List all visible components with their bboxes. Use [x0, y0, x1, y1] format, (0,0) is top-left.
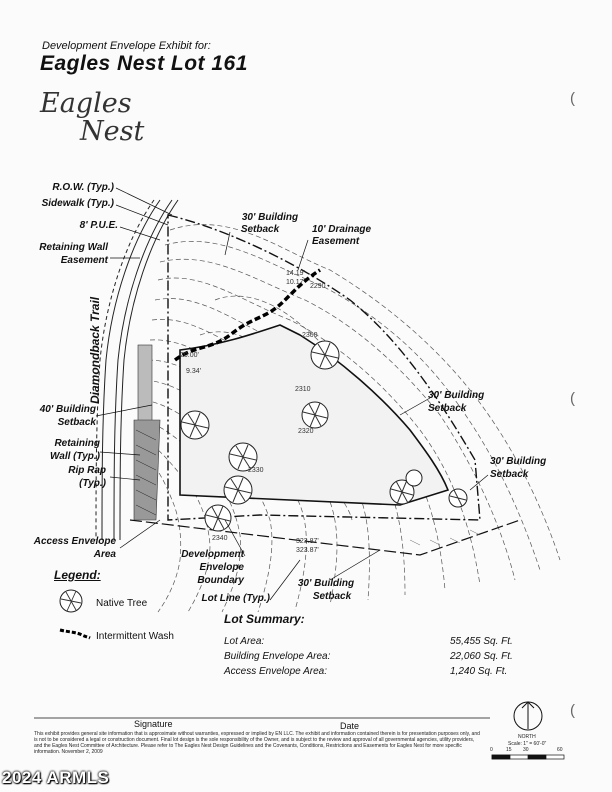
scale-tick: 30 — [523, 747, 529, 753]
access-envelope-label-2: Area — [93, 549, 116, 560]
lot-area-value: 55,455 Sq. Ft. — [450, 636, 513, 647]
setback-top-label-2: Setback — [240, 224, 280, 235]
road-name: Diamondback Trail — [88, 296, 102, 404]
retaining-wall — [133, 344, 161, 521]
access-envelope-area-label: Access Envelope Area: — [224, 666, 328, 677]
drainage-label-2: Easement — [312, 236, 360, 247]
contour-label: 2330 — [248, 467, 264, 474]
dimension-label: 323.87' — [296, 538, 319, 545]
native-tree-icon — [228, 442, 258, 472]
retaining-wall-label-2: Wall (Typ.) — [50, 451, 100, 462]
dev-envelope-label-1: Development — [181, 549, 244, 560]
margin-mark: ( — [570, 90, 575, 107]
native-tree-icon — [310, 340, 340, 370]
dev-envelope-label-2: Envelope — [199, 562, 244, 573]
building-envelope-area-value: 22,060 Sq. Ft. — [450, 651, 513, 662]
dev-envelope-label-3: Boundary — [197, 575, 244, 586]
dimension-label: 10.17' — [286, 279, 305, 286]
retaining-easement-label-2: Easement — [60, 255, 108, 266]
dimension-label: 323.87' — [296, 547, 319, 554]
building-envelope-area-label: Building Envelope Area: — [224, 651, 331, 662]
setback-right2-label-2: Setback — [490, 469, 529, 480]
native-tree-icon — [405, 469, 423, 487]
native-tree-icon — [223, 475, 253, 505]
dimension-label: 20.00' — [180, 352, 199, 359]
exhibit-title: Eagles Nest Lot 161 — [40, 52, 248, 75]
scale-tick: 15 — [506, 747, 512, 753]
intermittent-wash — [173, 268, 321, 362]
contour-label: 2320 — [298, 428, 314, 435]
access-envelope-label-1: Access Envelope — [33, 536, 116, 547]
legend-label-intermittent-wash: Intermittent Wash — [96, 631, 174, 642]
setback-bottom-label-1: 30' Building — [297, 578, 355, 589]
watermark: 2024 ARMLS — [2, 768, 110, 787]
sidewalk-label: Sidewalk (Typ.) — [41, 198, 114, 209]
disclaimer-footnote: This exhibit provides general site infor… — [34, 731, 480, 755]
native-tree-icon — [448, 488, 468, 508]
contour-label: 2290 — [310, 283, 326, 290]
native-tree-icon — [389, 479, 415, 505]
margin-mark: ( — [570, 702, 575, 719]
drainage-label-1: 10' Drainage — [312, 224, 372, 235]
native-tree-icon — [204, 504, 232, 532]
contour-label: 2310 — [295, 386, 311, 393]
native-tree-icon — [301, 401, 329, 429]
lot-line-bottom — [129, 519, 521, 556]
margin-mark: ( — [570, 390, 575, 407]
native-tree-icon — [180, 410, 210, 440]
native-tree-icon — [59, 589, 83, 613]
scale-tick: 0 — [490, 747, 493, 753]
leader-lines — [95, 187, 489, 601]
retaining-wall-label-1: Retaining — [54, 438, 100, 449]
dimension-label: 9.34' — [186, 368, 201, 375]
setback-left-label-2: Setback — [57, 417, 96, 428]
setback-right1-label-1: 30' Building — [428, 390, 485, 401]
exhibit-subtitle: Development Envelope Exhibit for: — [42, 40, 211, 52]
setback-hatch — [409, 529, 481, 546]
lot-area-label: Lot Area: — [224, 636, 265, 647]
lot-line — [167, 214, 481, 521]
setback-left-label-1: 40' Building — [39, 404, 96, 415]
access-envelope-area-value: 1,240 Sq. Ft. — [450, 666, 508, 677]
date-label: Date — [340, 721, 360, 731]
row-label: R.O.W. (Typ.) — [52, 182, 114, 193]
lot-summary-title: Lot Summary: — [224, 612, 305, 626]
scale-bar — [491, 754, 565, 760]
rip-rap-label-1: Rip Rap — [68, 465, 106, 476]
scale-label: Scale: 1" = 60'-0" — [508, 741, 547, 747]
road-curb-lines — [95, 199, 179, 541]
pue-label: 8' P.U.E. — [79, 220, 118, 231]
setback-right1-label-2: Setback — [428, 403, 467, 414]
dimension-label: 14.19' — [286, 270, 305, 277]
retaining-easement-label-1: Retaining Wall — [39, 242, 108, 253]
intermittent-wash-icon — [59, 628, 91, 640]
rip-rap-label-2: (Typ.) — [79, 478, 106, 489]
legend-title: Legend: — [54, 568, 101, 582]
logo-line-1: Eagles — [40, 88, 132, 119]
rip-rap-hatch — [135, 429, 157, 516]
scale-tick: 60 — [557, 747, 563, 753]
contour-label: 2300 — [302, 332, 318, 339]
native-trees — [180, 340, 468, 532]
signature-label: Signature — [134, 719, 173, 729]
setback-right2-label-1: 30' Building — [490, 456, 547, 467]
contour-label: 2340 — [212, 535, 228, 542]
logo-line-2: Nest — [80, 116, 145, 147]
setback-top-label-1: 30' Building — [241, 212, 299, 223]
north-label: NORTH — [518, 734, 536, 740]
north-arrow — [513, 701, 543, 731]
setback-bottom-label-2: Setback — [312, 591, 352, 602]
legend-label-native-tree: Native Tree — [96, 598, 148, 609]
lot-line-label: Lot Line (Typ.) — [201, 593, 270, 604]
